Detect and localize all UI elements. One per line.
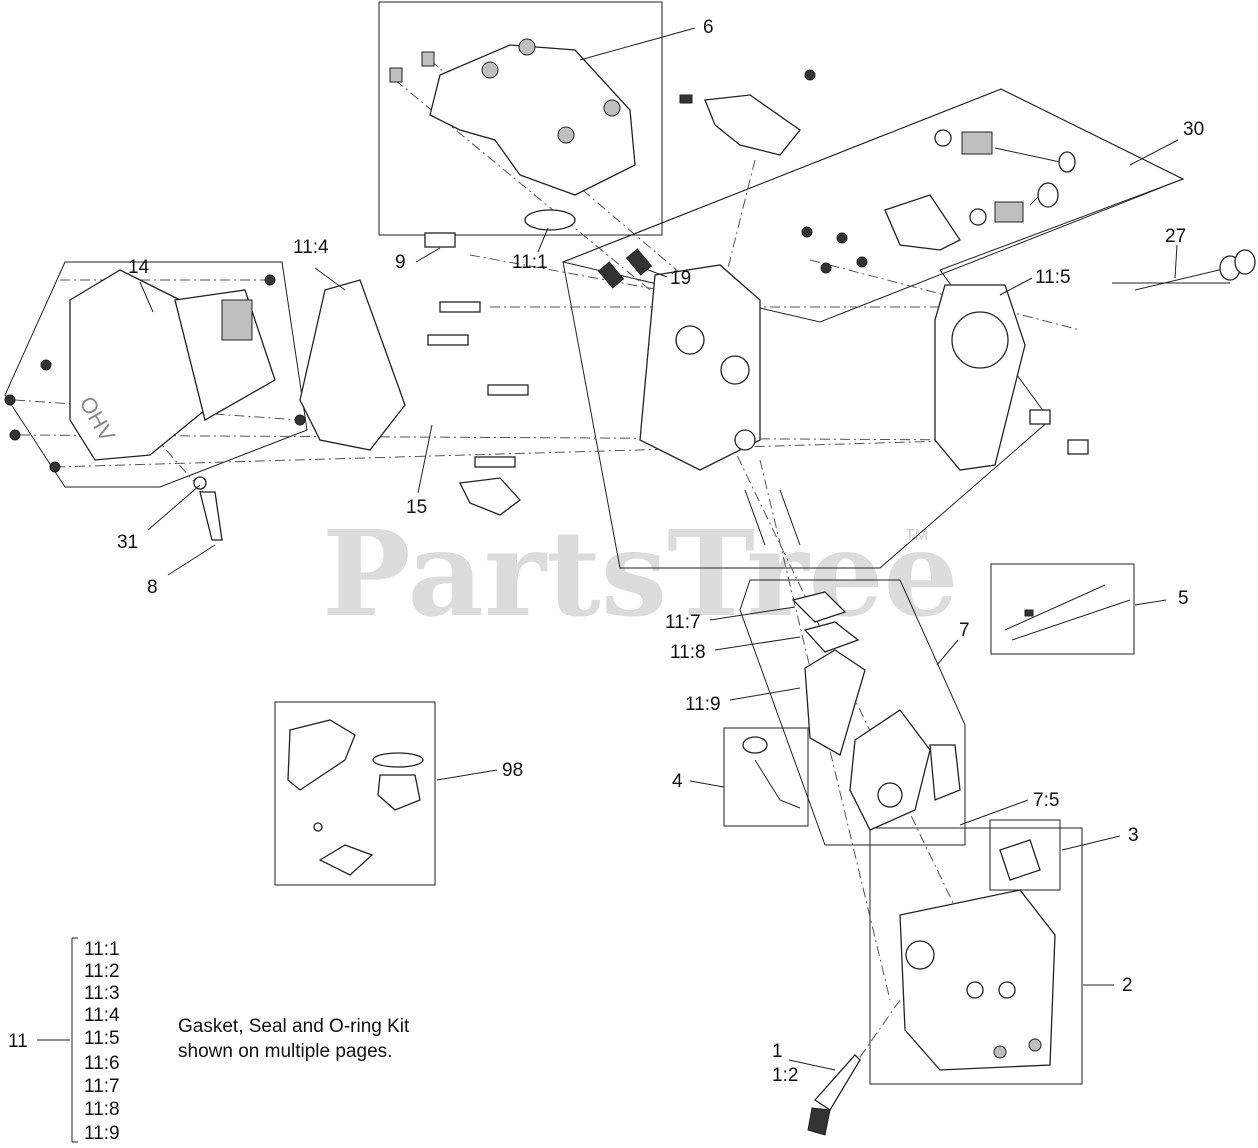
group-box-3 <box>989 819 1061 891</box>
callout-6: 6 <box>703 17 714 38</box>
part-carb-gaskets <box>791 591 866 756</box>
callout-15: 15 <box>406 497 427 518</box>
kit-legend-item: 11:4 <box>84 1005 120 1026</box>
callout-4: 4 <box>672 771 683 792</box>
callout-11-8: 11:8 <box>670 642 706 663</box>
part-link-rods <box>1004 584 1131 641</box>
part-bracket-top <box>679 69 816 156</box>
callout-14: 14 <box>128 257 150 278</box>
kit-note-line-2: shown on multiple pages. <box>178 1041 392 1062</box>
part-rocker-cover: OHV <box>4 269 306 473</box>
watermark-brand: PartsTree <box>322 504 959 643</box>
group-box-6 <box>378 1 663 236</box>
callout-27: 27 <box>1165 226 1186 247</box>
group-box-98 <box>274 701 436 886</box>
callout-30: 30 <box>1183 119 1204 140</box>
part-bolts <box>424 232 653 516</box>
callout-11-4: 11:4 <box>293 237 329 258</box>
kit-legend-item: 11:6 <box>84 1053 120 1074</box>
callout-7: 7 <box>959 620 970 641</box>
part-breather-hose <box>199 491 223 541</box>
part-carburetor <box>849 709 961 831</box>
kit-legend-parent: 11 <box>8 1031 28 1052</box>
callout-7-5: 7:5 <box>1033 790 1059 811</box>
callout-31: 31 <box>117 532 138 553</box>
callout-9: 9 <box>395 252 406 273</box>
part-valve-assembly <box>801 129 1076 274</box>
callout-labels: 6 30 27 14 11:4 9 11:1 19 11:5 15 31 8 5… <box>117 17 1204 1086</box>
callout-11-7: 11:7 <box>665 612 701 633</box>
part-fuel-shutoff <box>999 839 1041 881</box>
part-push-rods <box>1112 249 1256 291</box>
callout-3: 3 <box>1128 825 1139 846</box>
kit-legend-item: 11:9 <box>84 1123 120 1144</box>
part-dipstick <box>807 1054 861 1136</box>
callout-2: 2 <box>1122 975 1133 996</box>
callout-1: 1 <box>772 1041 783 1062</box>
part-air-cleaner-body <box>899 889 1056 1071</box>
kit-legend-item: 11:5 <box>84 1028 120 1049</box>
kit-legend-item: 11:1 <box>84 939 120 960</box>
callout-1-2: 1:2 <box>772 1065 798 1086</box>
part-solenoid <box>742 736 801 809</box>
part-rocker-gasket <box>299 279 406 451</box>
kit-note: Gasket, Seal and O-ring Kit shown on mul… <box>178 1016 410 1062</box>
callout-19: 19 <box>670 268 691 289</box>
group-box-7 <box>739 579 966 846</box>
callout-5: 5 <box>1178 588 1189 609</box>
group-box-4 <box>723 727 809 827</box>
kit-legend-item: 11:2 <box>84 961 120 982</box>
watermark: PartsTree TM <box>322 504 959 643</box>
part-valve-cover-shield <box>389 38 636 231</box>
group-box-2 <box>869 827 1083 1085</box>
part-hose-clamp <box>193 476 207 490</box>
callout-11-5: 11:5 <box>1035 267 1071 288</box>
kit-legend-item: 11:7 <box>84 1076 120 1097</box>
callout-8: 8 <box>147 577 158 598</box>
group-box-14 <box>4 261 308 488</box>
kit-legend-item: 11:8 <box>84 1099 120 1120</box>
callout-11-9: 11:9 <box>685 694 721 715</box>
kit-legend-item: 11:3 <box>84 983 120 1004</box>
part-cylinder-head <box>639 264 801 546</box>
group-box-5 <box>990 563 1135 655</box>
leader-lines <box>139 27 1179 1071</box>
kit-note-line-1: Gasket, Seal and O-ring Kit <box>178 1016 410 1037</box>
kit-legend: 11 11:1 11:2 11:3 11:4 11:5 11:6 11:7 11… <box>8 937 120 1144</box>
callout-98: 98 <box>502 760 523 781</box>
callout-11-1: 11:1 <box>512 252 548 273</box>
part-head-gasket <box>934 284 1089 471</box>
part-kit-98 <box>287 719 424 876</box>
